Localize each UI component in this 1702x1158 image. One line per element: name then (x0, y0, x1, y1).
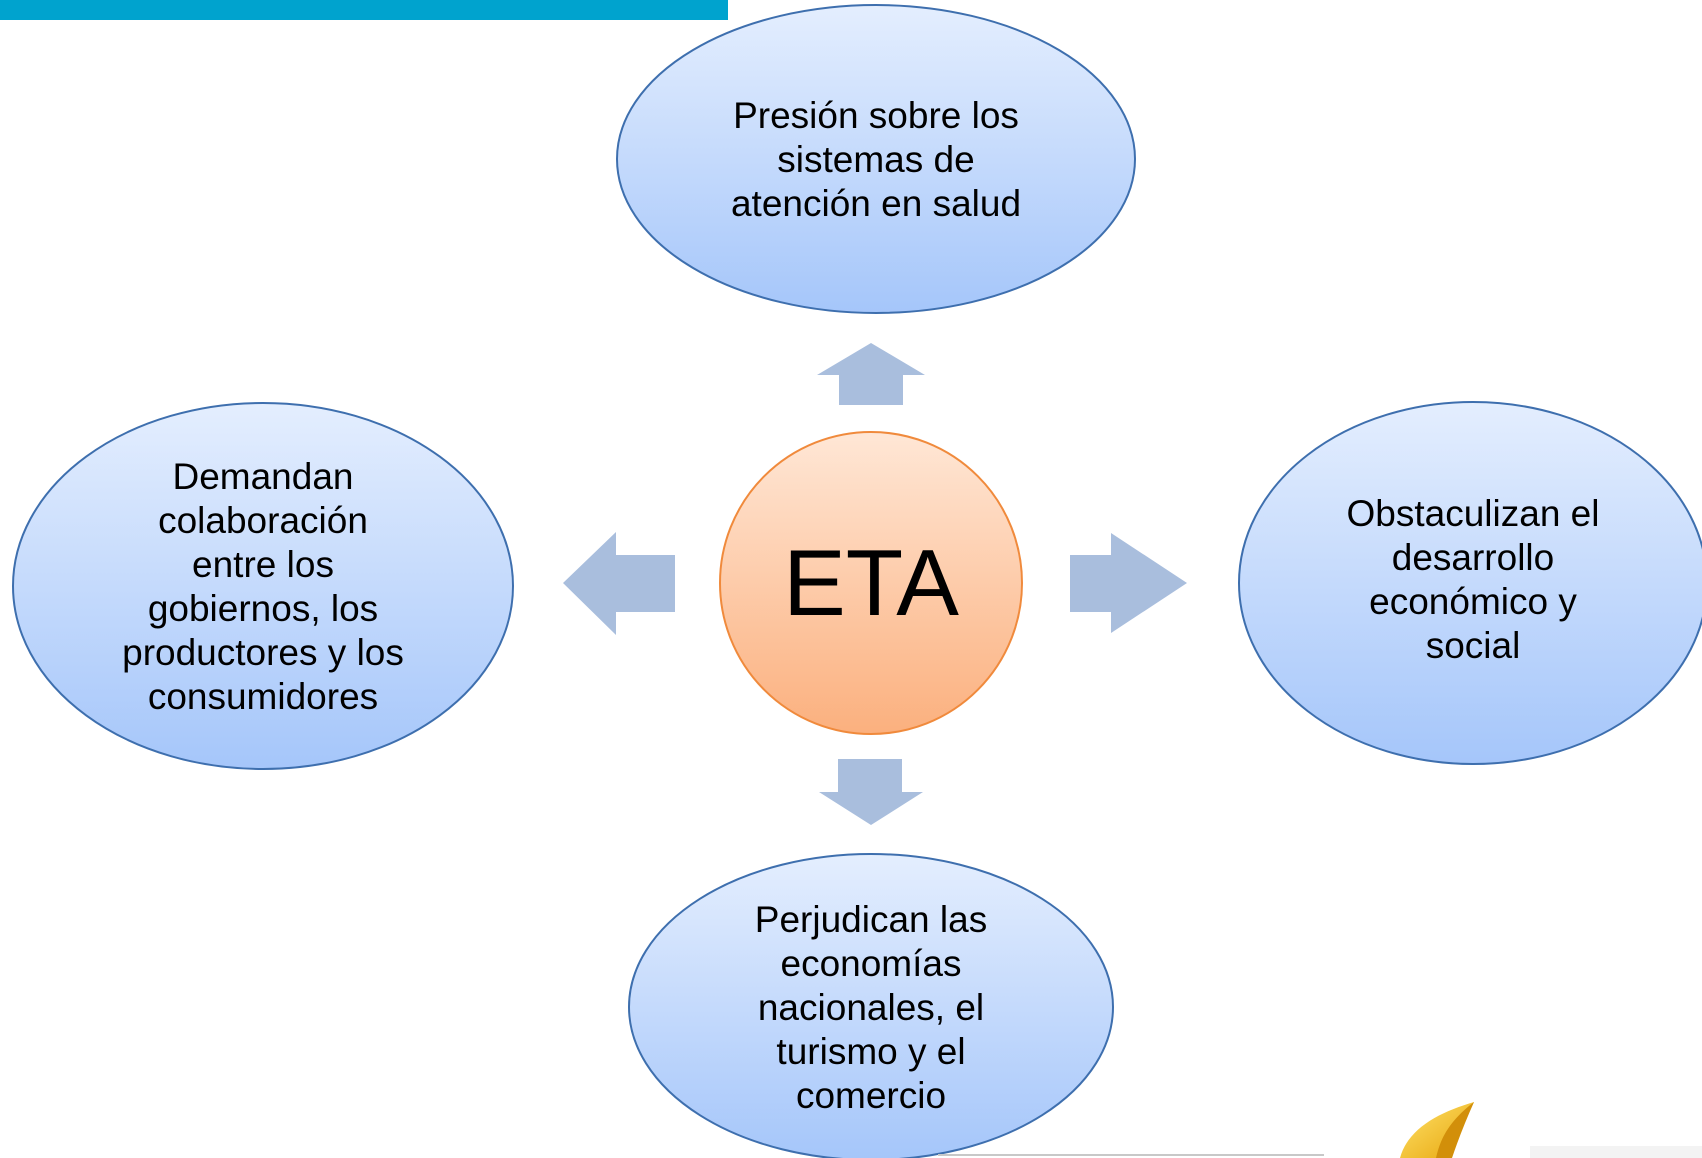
arrow-right (1070, 533, 1187, 633)
node-top-label: Presión sobre los sistemas de atención e… (730, 95, 1022, 224)
center-label: ETA (783, 530, 959, 635)
node-left-label: Demandan colaboración entre los gobierno… (122, 456, 404, 717)
arrow-left (563, 532, 675, 635)
node-right-ellipse (1238, 401, 1702, 765)
footer-divider (938, 1154, 1324, 1156)
center-circle (719, 431, 1023, 735)
node-left-ellipse (12, 402, 514, 770)
node-bottom-label: Perjudican las economías nacionales, el … (754, 898, 988, 1116)
arrow-down (819, 759, 923, 825)
arrow-up (817, 343, 925, 405)
node-bottom-ellipse (628, 853, 1114, 1158)
node-top-ellipse (616, 4, 1136, 314)
node-right-label: Obstaculizan el desarrollo económico y s… (1346, 493, 1600, 666)
top-accent-bar (0, 0, 728, 20)
leaf-logo-icon (1400, 1102, 1702, 1158)
